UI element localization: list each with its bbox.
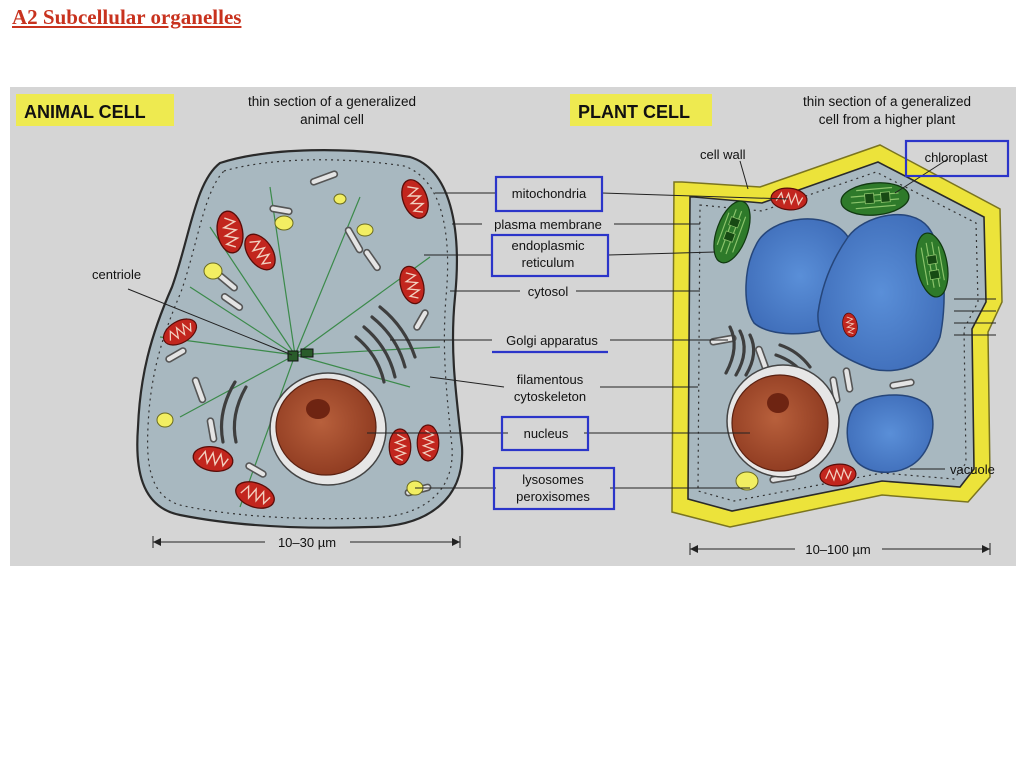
animal-tag-highlight xyxy=(16,94,174,126)
plant-tag-highlight xyxy=(570,94,712,126)
plant-nucleus xyxy=(726,364,840,478)
animal-caption-line2: animal cell xyxy=(300,112,364,127)
animal-er xyxy=(165,170,432,497)
label-filamentous-line1: filamentous xyxy=(517,372,584,387)
label-golgi: Golgi apparatus xyxy=(506,333,598,348)
label-mitochondria: mitochondria xyxy=(512,186,587,201)
highlight-box-mitochondria xyxy=(494,175,604,213)
highlight-box-lysosomes xyxy=(492,466,616,511)
label-er-line2: reticulum xyxy=(522,255,575,270)
plant-caption-line1: thin section of a generalized xyxy=(803,94,971,109)
animal-scale-label: 10–30 µm xyxy=(278,535,336,550)
label-filamentous-line2: cytoskeleton xyxy=(514,389,586,404)
plant-scale-bar: 10–100 µm xyxy=(689,542,991,557)
label-lysosomes: lysosomes xyxy=(522,472,584,487)
label-centriole: centriole xyxy=(92,267,141,282)
label-peroxisomes: peroxisomes xyxy=(516,489,590,504)
highlight-box-nucleus xyxy=(500,415,590,452)
animal-cell-tag: ANIMAL CELL xyxy=(24,102,146,122)
highlight-box-chloroplast xyxy=(904,139,1010,178)
label-cytosol: cytosol xyxy=(528,284,569,299)
animal-nucleus xyxy=(269,372,387,486)
label-nucleus: nucleus xyxy=(524,426,569,441)
label-plasma-membrane: plasma membrane xyxy=(494,217,602,232)
plasmodesmata xyxy=(954,298,996,336)
plant-golgi xyxy=(724,325,812,377)
highlight-boxes xyxy=(490,139,1010,511)
animal-caption-line1: thin section of a generalized xyxy=(248,94,416,109)
plant-peroxisome xyxy=(735,471,759,491)
highlight-box-er xyxy=(490,233,610,278)
slide-title: A2 Subcellular organelles xyxy=(12,5,242,29)
label-chloroplast: chloroplast xyxy=(925,150,988,165)
label-er-line1: endoplasmic xyxy=(512,238,585,253)
leader-lines xyxy=(127,158,949,489)
cell-diagram: ANIMAL CELL thin section of a generalize… xyxy=(10,87,1016,566)
centriole xyxy=(287,348,314,362)
plant-membrane-dots xyxy=(697,171,979,502)
plant-caption-line2: cell from a higher plant xyxy=(819,112,956,127)
label-cell-wall: cell wall xyxy=(700,147,746,162)
animal-scale-bar: 10–30 µm xyxy=(152,535,461,550)
plant-cell xyxy=(671,144,1003,528)
plant-cell-tag: PLANT CELL xyxy=(578,102,690,122)
plant-scale-label: 10–100 µm xyxy=(805,542,870,557)
label-vacuole: vacuole xyxy=(950,462,995,477)
